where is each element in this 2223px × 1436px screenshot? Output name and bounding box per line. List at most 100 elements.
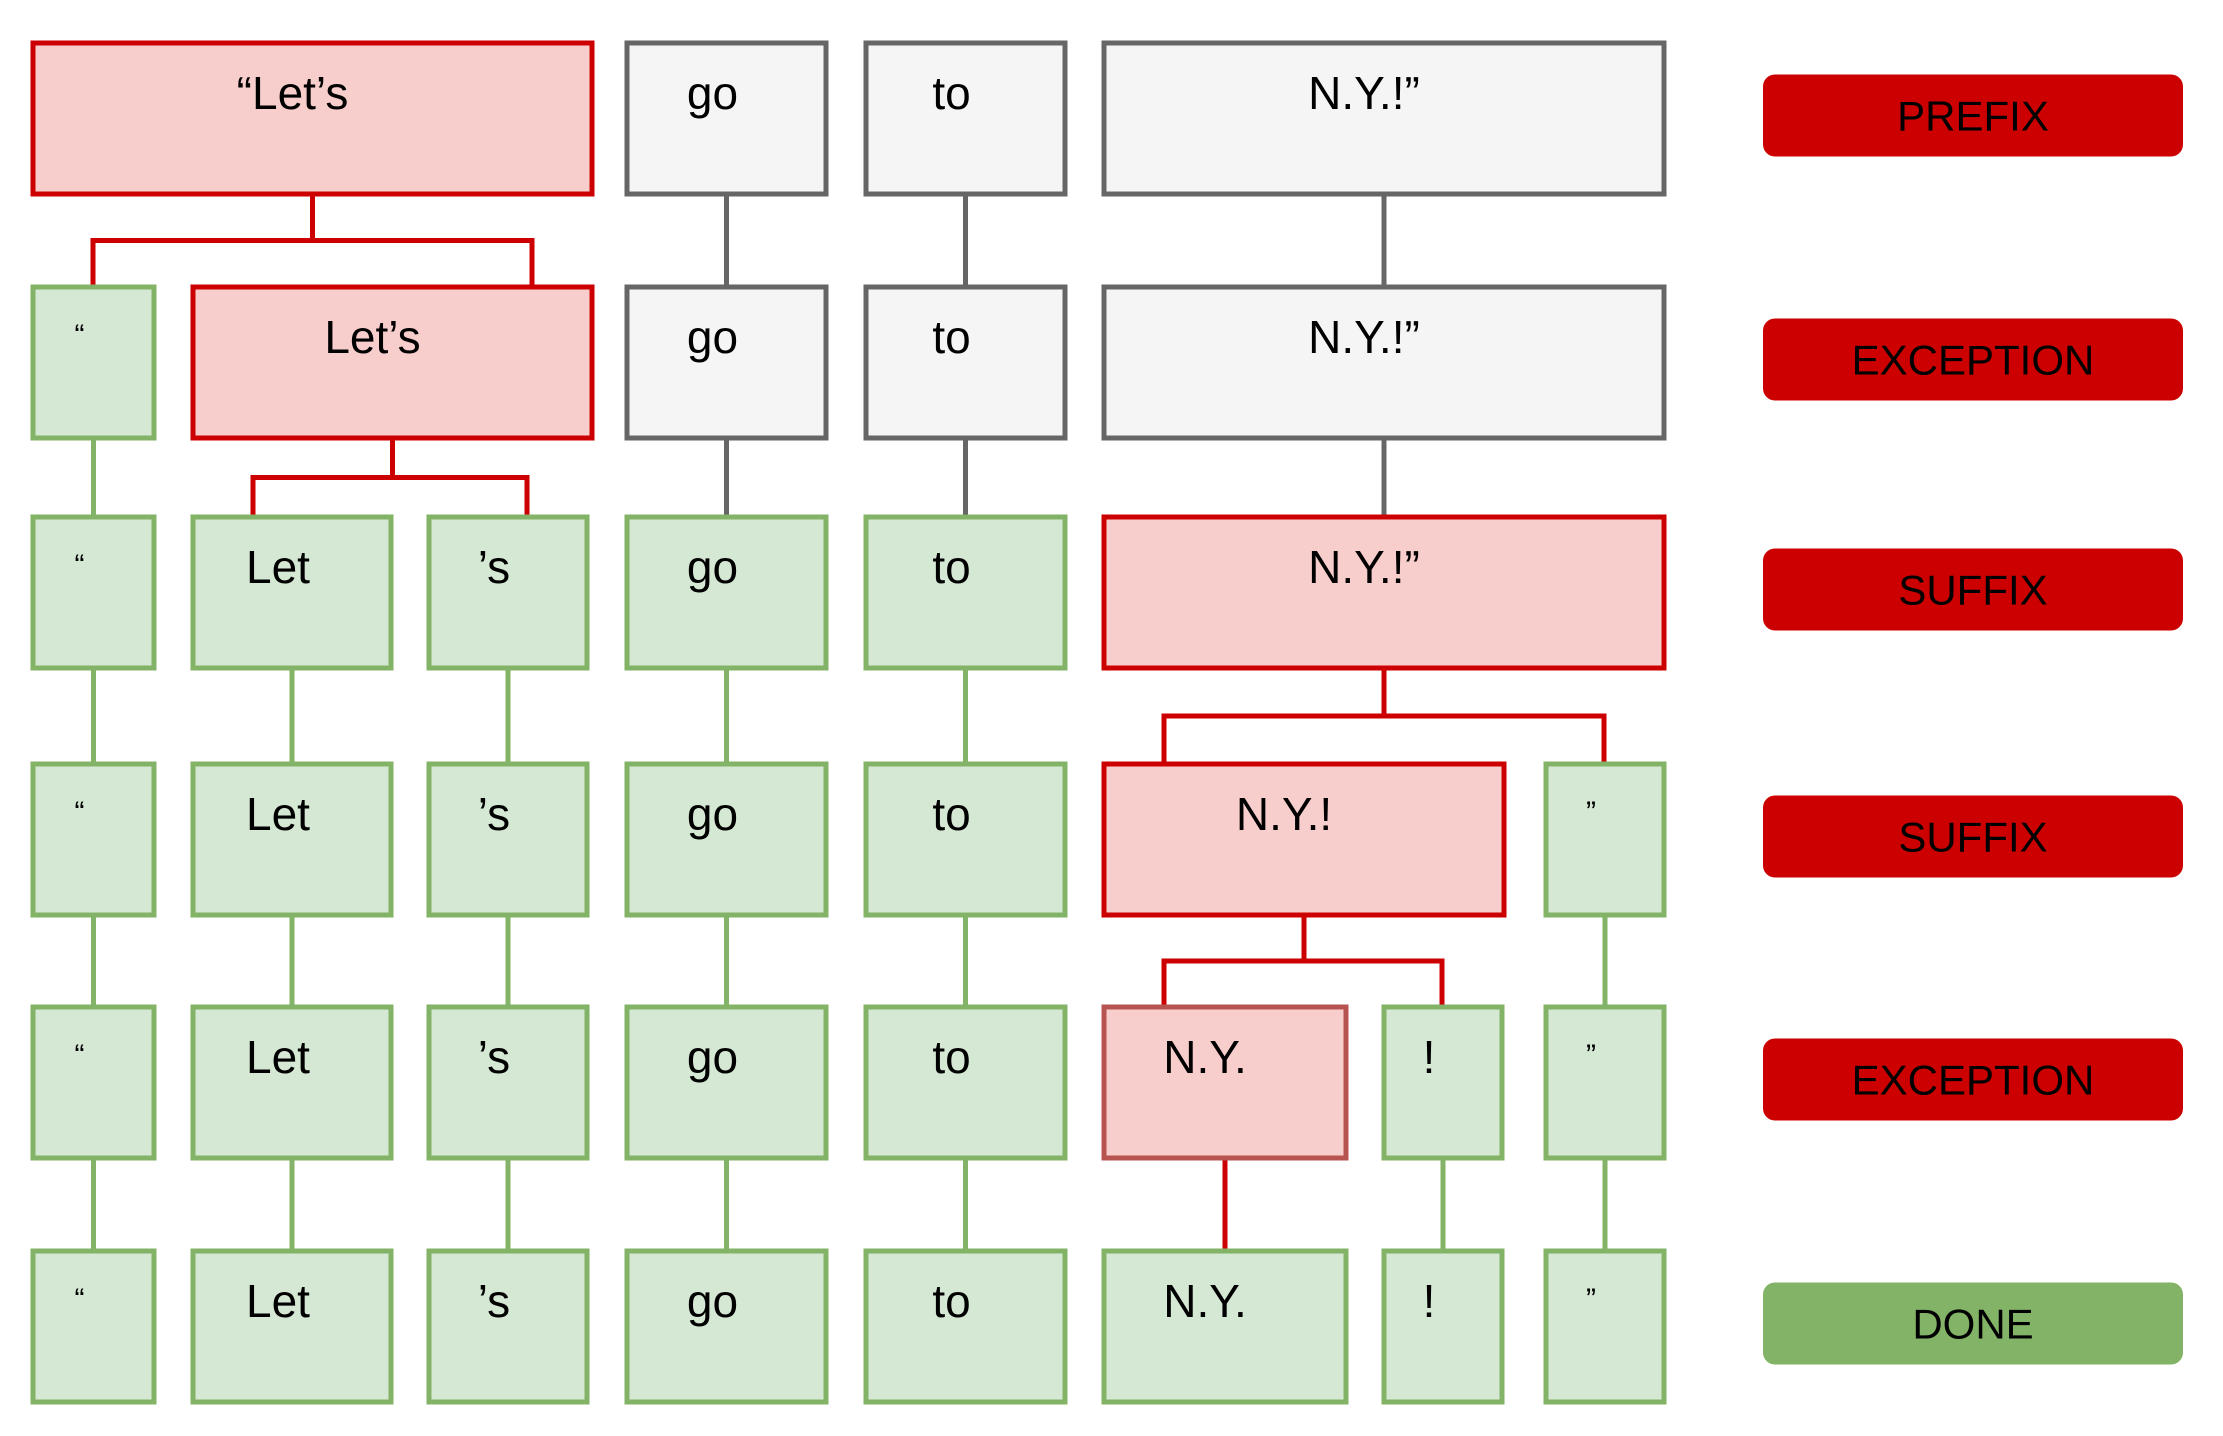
token-text: Let xyxy=(246,1031,310,1083)
token-box: “ xyxy=(30,284,157,441)
step-label-text: PREFIX xyxy=(1897,93,2049,140)
token-box: Let xyxy=(190,761,394,918)
token-box-frame xyxy=(1543,1248,1667,1405)
token-box-frame xyxy=(30,284,157,441)
token-box: Let xyxy=(190,1248,394,1405)
token-box-frame xyxy=(190,514,394,671)
step-label-pill xyxy=(1763,1038,2183,1121)
token-box: N.Y.! xyxy=(1101,761,1507,918)
token-box: ” xyxy=(1543,761,1667,918)
token-box-frame xyxy=(1543,761,1667,918)
token-text: N.Y. xyxy=(1163,1031,1247,1083)
token-text: to xyxy=(932,67,970,119)
connector-split xyxy=(250,438,530,517)
token-text: N.Y.!” xyxy=(1308,541,1420,593)
step-label-done: DONE xyxy=(1763,1282,2183,1365)
token-box: “ xyxy=(30,514,157,671)
token-box: N.Y.!” xyxy=(1101,284,1667,441)
token-box-frame xyxy=(863,1004,1068,1161)
token-text: Let xyxy=(246,1275,310,1327)
token-text: go xyxy=(687,1031,738,1083)
token-box: “ xyxy=(30,1004,157,1161)
token-text: ! xyxy=(1423,1275,1436,1327)
token-box: to xyxy=(863,40,1068,197)
token-box-frame xyxy=(863,284,1068,441)
token-box: go xyxy=(624,514,829,671)
token-text: to xyxy=(932,311,970,363)
token-box: Let xyxy=(190,514,394,671)
token-text: to xyxy=(932,1275,970,1327)
step-label-text: EXCEPTION xyxy=(1852,1057,2095,1104)
token-box: N.Y.!” xyxy=(1101,40,1667,197)
step-label-exception: EXCEPTION xyxy=(1763,1038,2183,1121)
token-box-frame xyxy=(190,284,595,441)
token-text: ’s xyxy=(478,541,510,593)
token-box-frame xyxy=(1101,284,1667,441)
token-box: go xyxy=(624,761,829,918)
token-text: “Let’s xyxy=(237,67,349,119)
token-box: Let xyxy=(190,1004,394,1161)
token-box: ’s xyxy=(426,1004,590,1161)
token-text: to xyxy=(932,788,970,840)
token-box-frame xyxy=(426,514,590,671)
token-box: Let’s xyxy=(190,284,595,441)
token-box-frame xyxy=(190,1004,394,1161)
token-box: “ xyxy=(30,761,157,918)
token-box-frame xyxy=(426,1248,590,1405)
token-text: Let xyxy=(246,541,310,593)
token-box-frame xyxy=(624,1004,829,1161)
token-box: ” xyxy=(1543,1004,1667,1161)
token-text: “ xyxy=(75,796,85,829)
token-box-frame xyxy=(863,761,1068,918)
token-box: to xyxy=(863,1004,1068,1161)
token-box-frame xyxy=(863,40,1068,197)
token-box: to xyxy=(863,761,1068,918)
token-text: “ xyxy=(75,1039,85,1072)
step-label-suffix: SUFFIX xyxy=(1763,795,2183,878)
connector-lines xyxy=(90,194,1608,1251)
token-box: “ xyxy=(30,1248,157,1405)
token-text: N.Y.! xyxy=(1236,788,1332,840)
step-label-text: SUFFIX xyxy=(1898,814,2047,861)
token-box: go xyxy=(624,1004,829,1161)
token-box: N.Y. xyxy=(1101,1004,1349,1161)
token-text: ! xyxy=(1423,1031,1436,1083)
step-label-pill xyxy=(1763,548,2183,631)
token-box: ” xyxy=(1543,1248,1667,1405)
token-text: N.Y.!” xyxy=(1308,67,1420,119)
token-box-frame xyxy=(190,1248,394,1405)
token-text: to xyxy=(932,1031,970,1083)
token-box: to xyxy=(863,514,1068,671)
token-box-frame xyxy=(30,1004,157,1161)
token-box: N.Y.!” xyxy=(1101,514,1667,671)
token-text: ” xyxy=(1586,796,1596,829)
token-box-frame xyxy=(30,761,157,918)
step-label-text: EXCEPTION xyxy=(1852,337,2095,384)
token-box-frame xyxy=(624,284,829,441)
token-box: go xyxy=(624,40,829,197)
token-box-frame xyxy=(426,1004,590,1161)
token-box-frame xyxy=(624,40,829,197)
token-box-frame xyxy=(1101,514,1667,671)
step-label-prefix: PREFIX xyxy=(1763,74,2183,157)
token-text: N.Y. xyxy=(1163,1275,1247,1327)
step-label-text: DONE xyxy=(1912,1301,2033,1348)
token-box-frame xyxy=(624,761,829,918)
token-box: go xyxy=(624,1248,829,1405)
step-label-pill xyxy=(1763,74,2183,157)
token-box: N.Y. xyxy=(1101,1248,1349,1405)
token-text: ” xyxy=(1586,1283,1596,1316)
token-box: ! xyxy=(1381,1248,1505,1405)
token-box-frame xyxy=(624,514,829,671)
token-text: ’s xyxy=(478,1275,510,1327)
connector-split xyxy=(1161,915,1445,1007)
connector-split xyxy=(1161,668,1607,764)
token-box-frame xyxy=(1381,1004,1505,1161)
token-box-frame xyxy=(1101,1248,1349,1405)
token-text: go xyxy=(687,311,738,363)
token-box: to xyxy=(863,284,1068,441)
token-box: ’s xyxy=(426,1248,590,1405)
token-text: “ xyxy=(75,549,85,582)
step-label-pill xyxy=(1763,318,2183,401)
